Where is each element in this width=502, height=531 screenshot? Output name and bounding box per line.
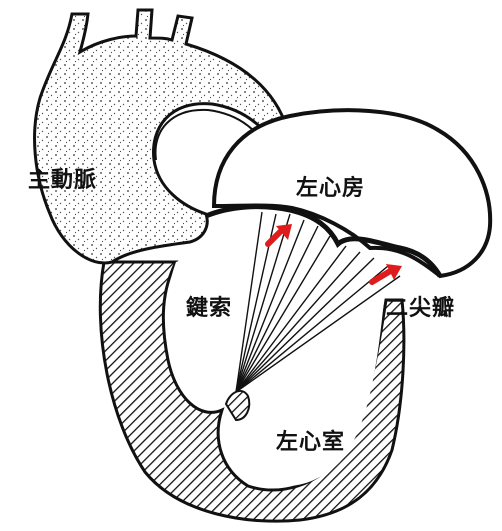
mitral-valve-label: 二尖瓣	[386, 290, 455, 322]
chordae-label: 鍵索	[186, 290, 232, 322]
left-atrium-label: 左心房	[296, 170, 365, 202]
left-ventricle-label: 左心室	[276, 424, 345, 456]
aorta-label: 主動脈	[28, 162, 97, 194]
